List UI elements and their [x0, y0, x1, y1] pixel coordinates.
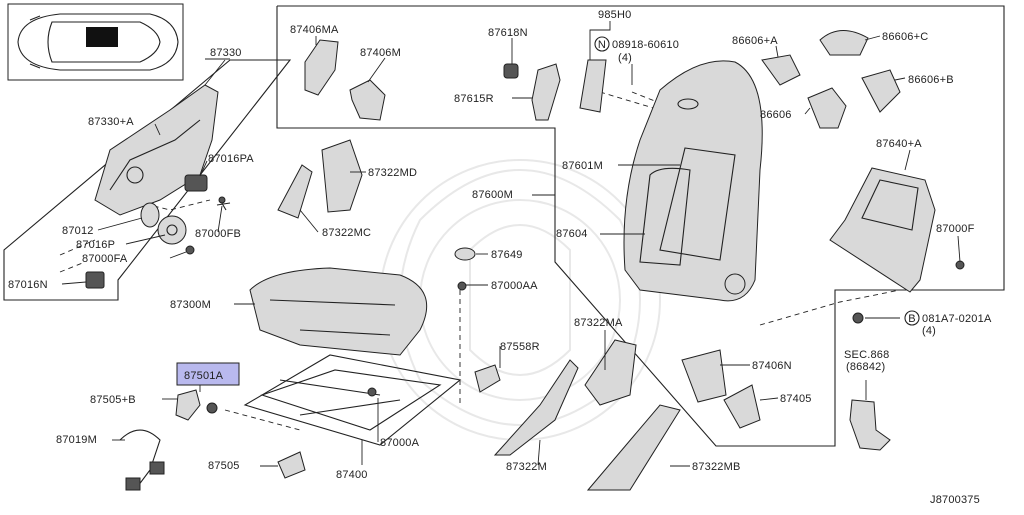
cap-87649	[454, 247, 476, 261]
part-labels: 87330 87330+A 87016PA 87012 87016P 87000…	[8, 9, 992, 506]
label-87322md: 87322MD	[368, 167, 417, 179]
trim-87322mb	[586, 404, 681, 491]
label-86606: 86606	[760, 109, 792, 121]
label-985h0: 985H0	[598, 9, 631, 21]
label-87604: 87604	[556, 228, 588, 240]
label-87300m: 87300M	[170, 299, 211, 311]
dash-connector	[224, 409, 301, 431]
label-87000fa: 87000FA	[82, 253, 128, 265]
knob-87016pa	[184, 174, 208, 192]
rail-cover-87322ma	[584, 339, 637, 406]
buckle-sec868	[849, 399, 891, 451]
circle-symbol-b	[904, 310, 920, 326]
seat-location-marker	[86, 27, 118, 47]
label-87016n: 87016N	[8, 279, 48, 291]
label-87501a: 87501A	[184, 370, 224, 382]
switch-87016n	[85, 271, 105, 289]
dash-connector	[759, 289, 901, 326]
label-87558r: 87558R	[500, 341, 540, 353]
seatback-assembly-87600m	[623, 60, 763, 302]
label-87322mb: 87322MB	[692, 461, 741, 473]
bolt-87000aa	[457, 281, 467, 291]
label-87322mc: 87322MC	[322, 227, 371, 239]
label-sec868: SEC.868	[844, 349, 889, 361]
label-08918-qty: (4)	[618, 52, 632, 64]
cover-87505	[277, 451, 306, 479]
cover-87322md	[321, 139, 363, 213]
label-87406n: 87406N	[752, 360, 792, 372]
guide-985h0	[579, 59, 607, 113]
label-87405: 87405	[780, 393, 812, 405]
label-87330a: 87330+A	[88, 116, 134, 128]
label-86606c: 86606+C	[882, 31, 928, 43]
bolt-87505b	[206, 402, 218, 414]
label-08918: 08918-60610	[612, 39, 679, 51]
label-86606b: 86606+B	[908, 74, 954, 86]
label-87640a: 87640+A	[876, 138, 922, 150]
cover-87406m	[349, 79, 386, 121]
label-87012: 87012	[62, 225, 94, 237]
label-87601m: 87601M	[562, 160, 603, 172]
highlight-box-87501a	[176, 362, 240, 386]
label-87330: 87330	[210, 47, 242, 59]
motor-87016p	[157, 215, 187, 245]
vehicle-locator-thumbnail	[7, 3, 184, 81]
label-87406m: 87406M	[360, 47, 401, 59]
cover-87501a	[175, 389, 201, 421]
label-87019m: 87019M	[56, 434, 97, 446]
label-87322ma: 87322MA	[574, 317, 623, 329]
bolt-87000fa	[185, 245, 195, 255]
label-sec868-sub: (86842)	[846, 361, 885, 373]
label-87000f: 87000F	[936, 223, 975, 235]
circle-n-text: N	[598, 39, 606, 51]
back-panel-87640a	[829, 167, 936, 293]
cover-87322mc	[277, 164, 313, 219]
label-87618n: 87618N	[488, 27, 528, 39]
label-87016p: 87016P	[76, 239, 115, 251]
seat-frame-87400	[243, 354, 462, 446]
leader-lines	[61, 21, 961, 467]
cover-87405	[723, 384, 761, 429]
label-86606a: 86606+A	[732, 35, 778, 47]
bolt-87000a	[367, 387, 377, 397]
trim-87615r	[531, 63, 561, 121]
dash-connector	[59, 239, 96, 273]
label-87400: 87400	[336, 469, 368, 481]
label-87000fb: 87000FB	[195, 228, 241, 240]
label-87016pa: 87016PA	[208, 153, 254, 165]
side-shield-87330	[94, 84, 219, 216]
trim-87558r	[474, 364, 501, 393]
bolt-87000f	[955, 260, 965, 270]
knob-87012	[140, 202, 160, 228]
label-87000aa: 87000AA	[491, 280, 538, 292]
label-87505: 87505	[208, 460, 240, 472]
cover-87406n	[681, 349, 727, 403]
label-87505b: 87505+B	[90, 394, 136, 406]
diagram-reference-code: J8700375	[930, 494, 980, 506]
cushion-87300m	[249, 267, 428, 356]
label-87406ma: 87406MA	[290, 24, 339, 36]
label-081a7: 081A7-0201A	[922, 313, 992, 325]
harness-87019m	[119, 429, 165, 491]
seatback-group-frame	[276, 5, 1005, 447]
label-87000a: 87000A	[380, 437, 420, 449]
clip-87618n	[503, 63, 519, 79]
label-081a7-qty: (4)	[922, 325, 936, 337]
rail-cover-87322m	[493, 359, 579, 456]
circle-symbol-n	[594, 36, 610, 52]
label-87649: 87649	[491, 249, 523, 261]
bolt-081a7	[852, 312, 864, 324]
headrest-parts-86606	[761, 30, 901, 129]
bolt-87000fb	[216, 196, 231, 211]
cover-87406ma	[304, 39, 339, 96]
label-87322m: 87322M	[506, 461, 547, 473]
side-trim-group-frame	[3, 59, 292, 301]
circle-b-text: B	[908, 313, 916, 325]
label-87600m: 87600M	[472, 189, 513, 201]
label-87615r: 87615R	[454, 93, 494, 105]
